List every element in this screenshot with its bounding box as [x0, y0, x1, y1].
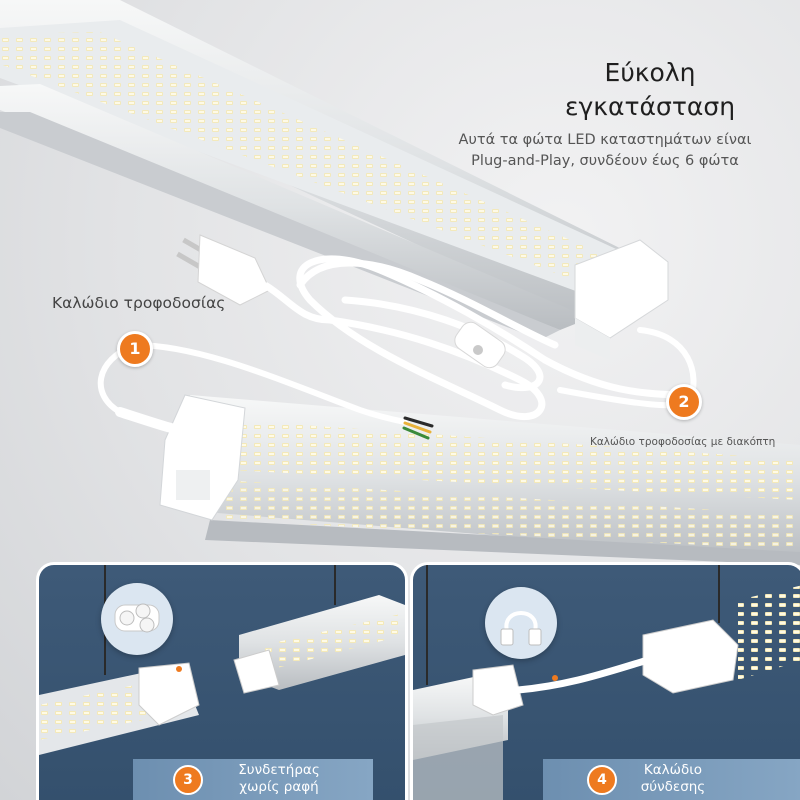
caption-bar-right — [543, 759, 800, 800]
linking-cable-illustration — [413, 565, 800, 800]
linking-cable-detail-panel: 4 Καλώδιο σύνδεσης — [410, 562, 800, 800]
connector-detail-panel: 3 Συνδετήρας χωρίς ραφή — [36, 562, 408, 800]
caption-left-line-2: χωρίς ραφή — [239, 779, 319, 795]
badge-4: 4 — [587, 765, 617, 795]
connector-inset-image — [114, 603, 160, 633]
caption-right-line-1: Καλώδιο — [643, 762, 703, 778]
cable-inset-image — [500, 611, 542, 646]
badge-2: 2 — [666, 384, 702, 420]
power-plug — [176, 234, 331, 324]
connector-inset — [101, 583, 173, 655]
switch-cord-label: Καλώδιο τροφοδοσίας με διακόπτη — [590, 436, 776, 448]
badge-1: 1 — [117, 331, 153, 367]
top-led-fixture — [0, 0, 669, 360]
caption-right-line-2: σύνδεσης — [640, 779, 706, 795]
headline-line-2: εγκατάσταση — [564, 92, 736, 121]
headline: Εύκολη εγκατάσταση — [540, 56, 760, 124]
connector-illustration — [39, 565, 405, 755]
cable-inset — [485, 587, 557, 659]
cord-switch — [454, 321, 506, 369]
caption-seamless-connector: Συνδετήρας χωρίς ραφή — [209, 762, 349, 796]
badge-3: 3 — [173, 765, 203, 795]
middle-led-fixture — [159, 394, 800, 565]
power-cord-label: Καλώδιο τροφοδοσίας — [52, 294, 226, 312]
caption-linking-cable: Καλώδιο σύνδεσης — [618, 762, 728, 796]
subtext-line-1: Αυτά τα φώτα LED καταστημάτων είναι — [458, 132, 752, 148]
subtext: Αυτά τα φώτα LED καταστημάτων είναι Plug… — [440, 130, 770, 172]
headline-line-1: Εύκολη — [604, 58, 696, 87]
subtext-line-2: Plug-and-Play, συνδέουν έως 6 φώτα — [471, 153, 739, 169]
caption-left-line-1: Συνδετήρας — [238, 762, 320, 778]
